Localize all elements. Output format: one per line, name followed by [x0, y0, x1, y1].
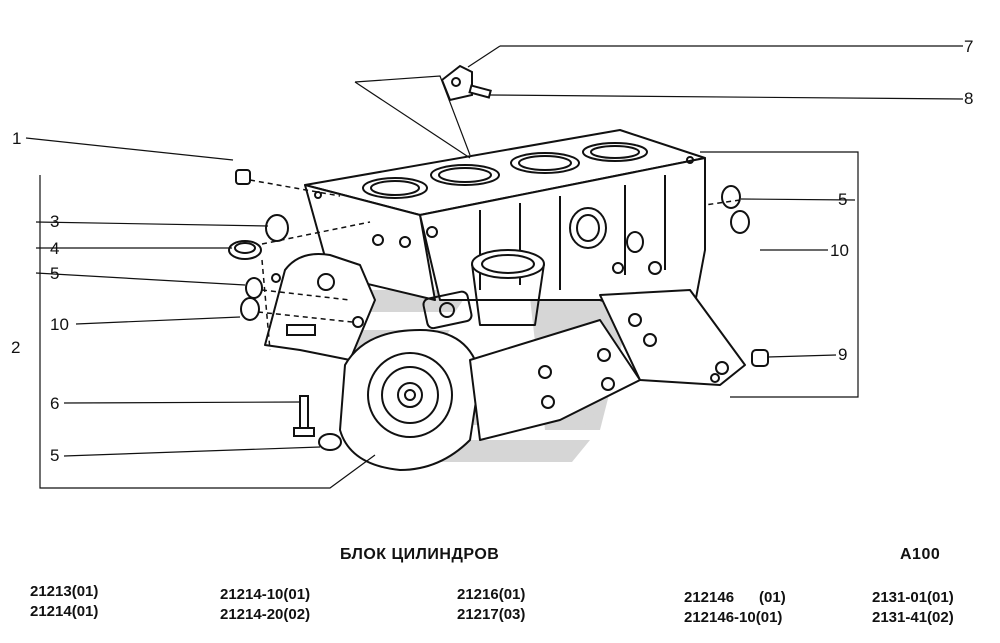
- callout-5-right: 5: [838, 190, 848, 209]
- callout-4: 4: [50, 239, 60, 258]
- diagram-code: A100: [900, 546, 941, 563]
- callout-1: 1: [12, 129, 22, 148]
- model-col-4-row-2: 212146-10(01): [684, 609, 783, 626]
- cylinder-block: [264, 129, 746, 471]
- model-col-4-row-1: 212146 (01): [684, 589, 786, 606]
- callout-5-bottom: 5: [50, 446, 60, 465]
- callout-2: 2: [11, 338, 21, 357]
- callout-10-left: 10: [50, 315, 69, 334]
- callout-6: 6: [50, 394, 60, 413]
- callout-10-right: 10: [830, 241, 849, 260]
- model-col-3-row-2: 21217(03): [457, 606, 526, 623]
- model-col-5-row-1: 2131-01(01): [872, 589, 954, 606]
- model-col-2-row-2: 21214-20(02): [220, 606, 311, 623]
- callout-9: 9: [838, 345, 848, 364]
- model-col-1-row-2: 21214(01): [30, 603, 99, 620]
- callout-5-left: 5: [50, 264, 60, 283]
- dashed-guides: [249, 179, 741, 351]
- model-col-5-row-2: 2131-41(02): [872, 609, 954, 626]
- callout-8: 8: [964, 89, 974, 108]
- leader-lines: [25, 45, 964, 489]
- model-col-2-row-1: 21214-10(01): [220, 586, 311, 603]
- callout-7: 7: [964, 37, 974, 56]
- callout-3: 3: [50, 212, 60, 231]
- loose-parts: [228, 64, 769, 451]
- model-col-3-row-1: 21216(01): [457, 586, 526, 603]
- model-col-1-row-1: 21213(01): [30, 583, 99, 600]
- diagram-title: БЛОК ЦИЛИНДРОВ: [340, 546, 500, 563]
